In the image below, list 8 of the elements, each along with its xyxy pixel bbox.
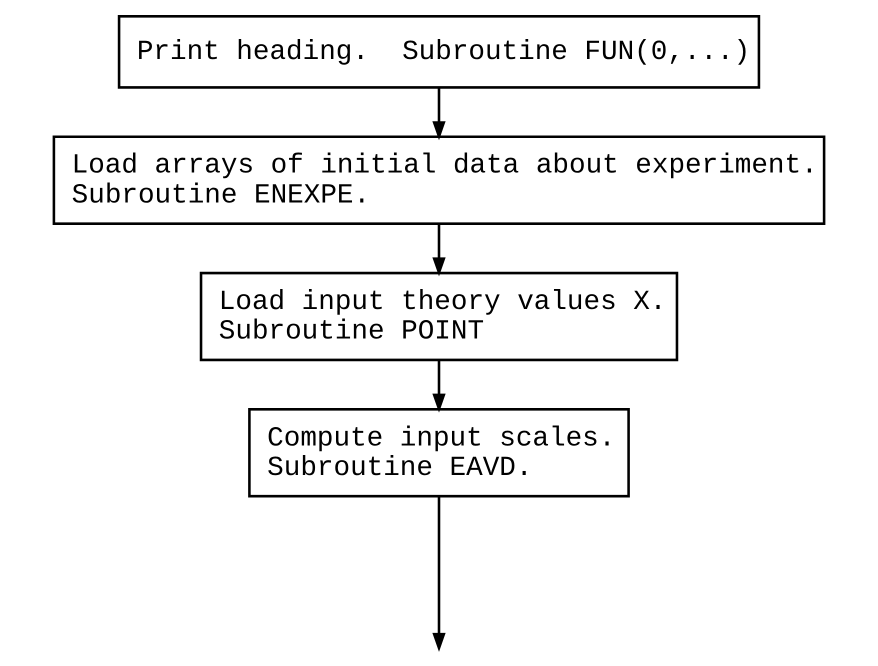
arrow [432,360,446,413]
node-box: Load input theory values X. Subroutine POINT [200,272,678,362]
node-box: Load arrays of initial data about experiment. Subroutine ENEXPE. [52,136,826,225]
arrow [432,496,446,652]
arrow [432,224,446,276]
node-box: Compute input scales. Subroutine EAVD. [248,408,630,498]
node-box: Print heading. Subroutine FUN(0,...) [118,15,760,89]
arrow [432,88,446,140]
